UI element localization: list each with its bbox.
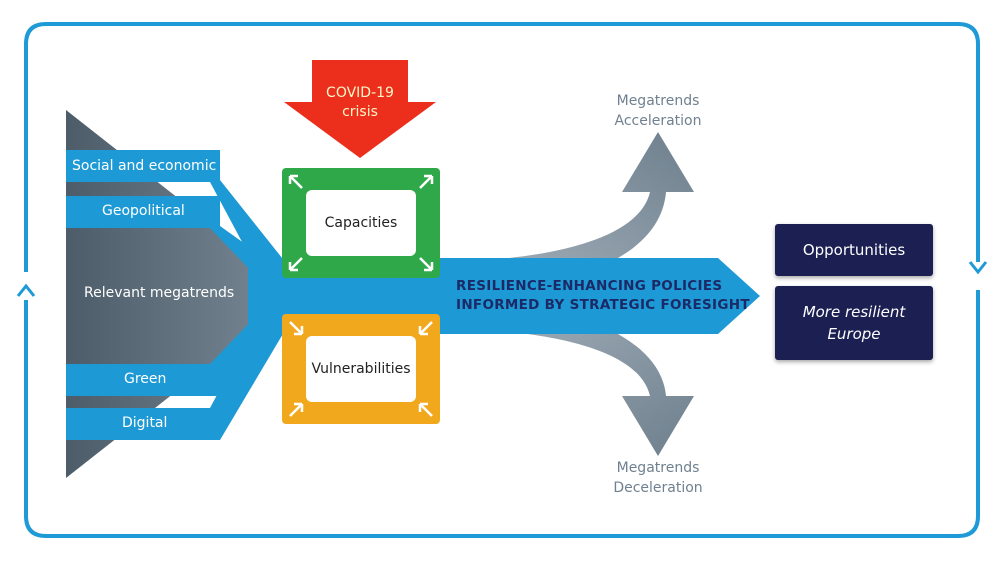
policy-text-line2: INFORMED BY STRATEGIC FORESIGHT	[456, 297, 750, 313]
resilient-europe-box: More resilient Europe	[775, 286, 933, 360]
band-label-digital: Digital	[122, 415, 168, 431]
vulnerabilities-label: Vulnerabilities	[311, 361, 411, 377]
covid-label-line2: crisis	[342, 104, 378, 120]
covid-arrow	[284, 60, 436, 158]
frame-down-arrow-icon	[968, 261, 988, 275]
covid-label-line1: COVID-19	[326, 85, 394, 101]
acceleration-label-line1: Megatrends	[616, 93, 700, 109]
feedback-loop-frame	[24, 22, 980, 272]
frame-up-arrow-icon	[16, 283, 36, 297]
megatrends-main-label: Relevant megatrends	[84, 285, 235, 301]
resilient-europe-line2: Europe	[827, 325, 881, 343]
feedback-loop-frame-bottom	[24, 290, 980, 538]
deceleration-label-line1: Megatrends	[616, 460, 700, 476]
band-geopolitical	[66, 196, 290, 276]
band-social-economic	[66, 150, 290, 268]
deceleration-label: Megatrends Deceleration	[598, 458, 718, 498]
band-label-green: Green	[124, 371, 167, 387]
policy-text-line1: RESILIENCE-ENHANCING POLICIES	[456, 278, 723, 294]
vulnerabilities-shrink-arrows-icon	[289, 321, 433, 417]
acceleration-label: Megatrends Acceleration	[598, 91, 718, 131]
opportunities-box: Opportunities	[775, 224, 933, 276]
band-label-geopolitical: Geopolitical	[102, 203, 185, 219]
capacities-box: Capacities	[306, 190, 416, 256]
capacities-expand-arrows-icon	[288, 174, 434, 272]
band-digital	[66, 322, 290, 440]
covid-label: COVID-19 crisis	[312, 84, 408, 122]
policy-text: RESILIENCE-ENHANCING POLICIES INFORMED B…	[456, 277, 750, 315]
acceleration-label-line2: Acceleration	[614, 113, 702, 129]
band-label-social-economic: Social and economic	[72, 158, 217, 174]
resilient-europe-line1: More resilient	[802, 303, 906, 321]
deceleration-label-line2: Deceleration	[613, 480, 703, 496]
opportunities-label: Opportunities	[802, 241, 906, 259]
capacities-label: Capacities	[324, 215, 398, 231]
vulnerabilities-box: Vulnerabilities	[306, 336, 416, 402]
